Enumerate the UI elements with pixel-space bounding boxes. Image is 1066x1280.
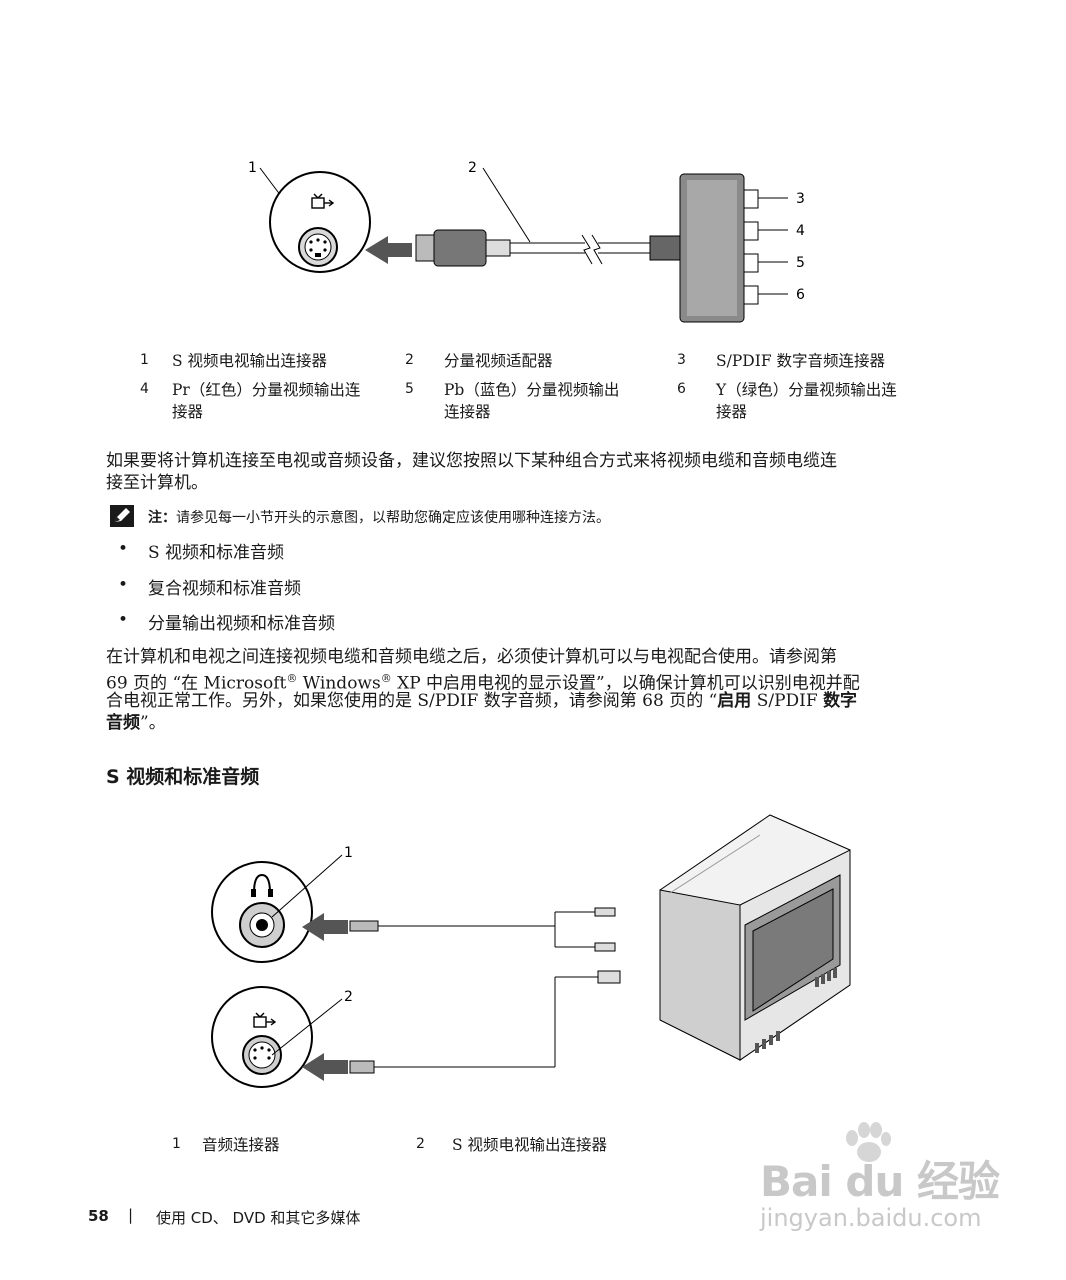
caption-num: 6 — [677, 381, 686, 397]
bullet-dot: • — [118, 539, 129, 559]
callout-6: 6 — [796, 287, 805, 303]
television — [659, 814, 851, 1061]
insert-arrow — [302, 913, 348, 941]
page-number: 58 — [88, 1207, 109, 1225]
callout-1: 1 — [248, 160, 257, 176]
caption-num: 4 — [140, 381, 149, 397]
watermark-logo: Bai du 经验 — [760, 1157, 1000, 1206]
caption-text: Pb（蓝色）分量视频输出 — [444, 381, 620, 399]
note-label: 注： — [148, 510, 176, 526]
paw-icon — [846, 1122, 891, 1162]
caption-text: S 视频电视输出连接器 — [452, 1136, 608, 1154]
caption-text: Pr（红色）分量视频输出连 — [172, 381, 361, 399]
para2-line-2: 69 页的 “在 Microsoft® Windows® XP 中启用电视的显示… — [106, 672, 860, 694]
insert-arrow — [365, 236, 412, 264]
caption-num: 1 — [140, 352, 149, 368]
intro-line-1: 如果要将计算机连接至电视或音频设备，建议您按照以下某种组合方式来将视频电缆和音频… — [106, 451, 837, 471]
caption-num: 2 — [416, 1136, 425, 1152]
caption-text: Y（绿色）分量视频输出连 — [716, 381, 897, 399]
caption-text: 音频连接器 — [202, 1136, 280, 1154]
caption-num: 3 — [677, 352, 686, 368]
tv-out-icon — [253, 1012, 277, 1028]
callout-5: 5 — [796, 255, 805, 271]
watermark-url: jingyan.baidu.com — [760, 1204, 982, 1232]
bullet-dot: • — [118, 575, 129, 595]
callout-4: 4 — [796, 223, 805, 239]
bullet-dot: • — [118, 610, 129, 630]
insert-arrow — [302, 1053, 348, 1081]
callout-3: 3 — [796, 191, 805, 207]
callout-2: 2 — [344, 989, 353, 1005]
caption-num: 5 — [405, 381, 414, 397]
note-text: 请参见每一小节开头的示意图，以帮助您确定应该使用哪种连接方法。 — [176, 510, 610, 526]
footer-separator: | — [128, 1206, 134, 1224]
component-adapter-diagram: 1 2 3 4 5 6 — [248, 160, 805, 323]
caption-text: 分量视频适配器 — [444, 352, 553, 370]
bullet-item: 复合视频和标准音频 — [148, 579, 301, 599]
caption-text: S 视频电视输出连接器 — [172, 352, 328, 370]
section-heading: S 视频和标准音频 — [106, 766, 260, 788]
caption-num: 1 — [172, 1136, 181, 1152]
s-video-audio-diagram: 1 2 — [211, 814, 851, 1088]
callout-1: 1 — [344, 845, 353, 861]
intro-line-2: 接至计算机。 — [106, 473, 208, 493]
bullet-item: S 视频和标准音频 — [148, 543, 285, 563]
para2-line-1: 在计算机和电视之间连接视频电缆和音频电缆之后，必须使计算机可以与电视配合使用。请… — [106, 647, 837, 667]
note: 注：请参见每一小节开头的示意图，以帮助您确定应该使用哪种连接方法。 — [148, 507, 610, 527]
headphone-icon — [253, 873, 271, 894]
caption-text: S/PDIF 数字音频连接器 — [716, 352, 886, 370]
para2-line-3: 合电视正常工作。另外，如果您使用的是 S/PDIF 数字音频，请参阅第 68 页… — [106, 691, 858, 711]
tv-out-icon — [311, 193, 335, 209]
bullet-item: 分量输出视频和标准音频 — [148, 614, 335, 634]
caption-text-cont: 接器 — [716, 403, 748, 421]
note-pencil-icon — [110, 505, 134, 527]
caption-num: 2 — [405, 352, 414, 368]
caption-text-cont: 接器 — [172, 403, 204, 421]
para2-line-4: 音频”。 — [106, 713, 166, 733]
caption-text-cont: 连接器 — [444, 403, 491, 421]
callout-2: 2 — [468, 160, 477, 176]
footer-chapter: 使用 CD、 DVD 和其它多媒体 — [156, 1209, 361, 1227]
